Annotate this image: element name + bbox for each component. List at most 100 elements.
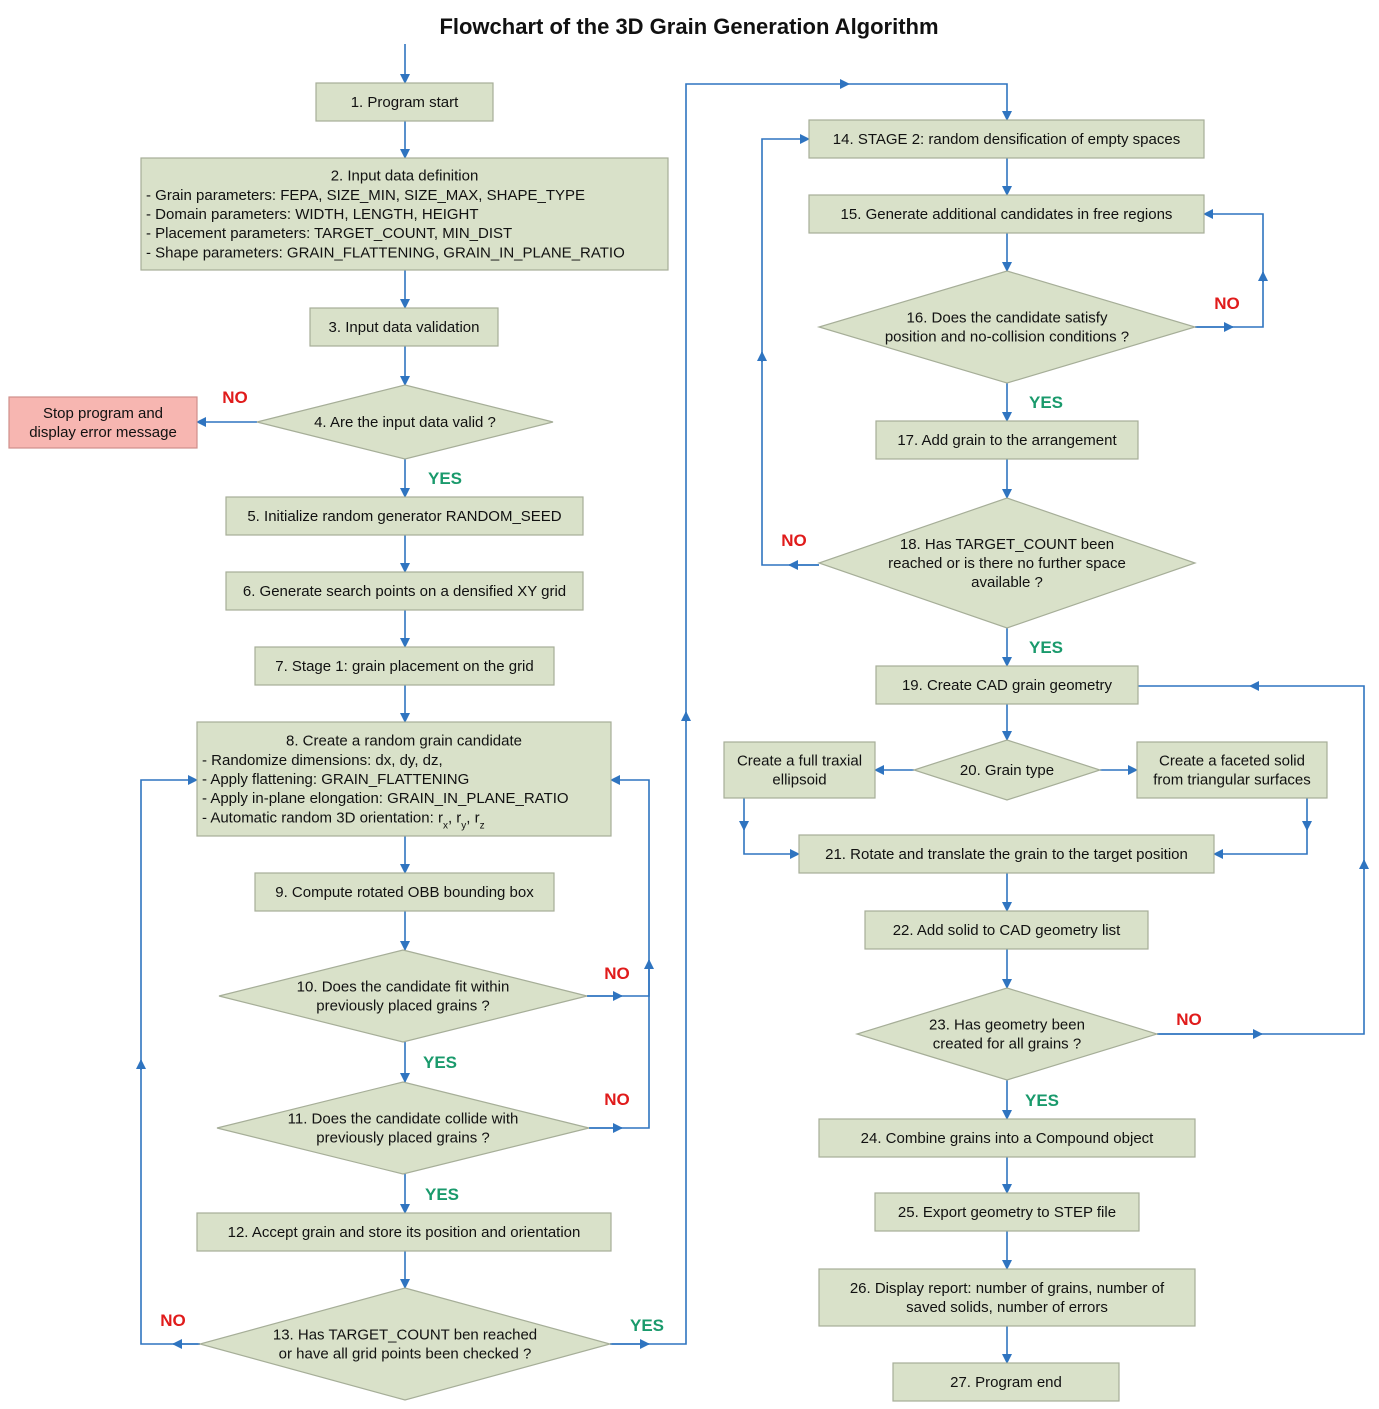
no-label: NO — [160, 1311, 186, 1330]
node-n20a-line-1: Create a full traxial — [737, 752, 862, 769]
no-label: NO — [222, 388, 248, 407]
node-n25: 25. Export geometry to STEP file — [874, 1192, 1140, 1232]
node-n2: 2. Input data definition - Grain paramete… — [140, 157, 669, 271]
node-n1: 1. Program start — [315, 82, 494, 122]
node-n8-line-4: - Apply in-plane elongation: GRAIN_IN_PL… — [202, 790, 569, 807]
yes-label: YES — [1029, 638, 1063, 657]
connector-arrow — [1203, 209, 1264, 282]
process-box — [225, 571, 584, 611]
node-n20b-line-2: from triangular surfaces — [1153, 772, 1311, 789]
node-n2-line-5: - Shape parameters: GRAIN_FLATTENING, GR… — [146, 244, 625, 261]
node-n25-line-1: 25. Export geometry to STEP file — [898, 1204, 1116, 1221]
nodes: 1. Program start 2. Input data definition… — [8, 82, 1328, 1402]
process-box — [818, 1118, 1196, 1158]
yes-label: YES — [1025, 1091, 1059, 1110]
node-n10-line-1: 10. Does the candidate fit within — [297, 978, 510, 995]
diagram-title: Flowchart of the 3D Grain Generation Alg… — [439, 14, 938, 39]
node-n7-line-1: 7. Stage 1: grain placement on the grid — [275, 658, 534, 675]
process-box — [874, 1192, 1140, 1232]
node-n27-line-1: 27. Program end — [950, 1374, 1062, 1391]
connector-arrow — [140, 775, 198, 1070]
connector-arrow — [761, 134, 810, 362]
process-box — [1136, 741, 1328, 799]
yes-label: YES — [425, 1185, 459, 1204]
node-n24-line-1: 24. Combine grains into a Compound objec… — [861, 1130, 1155, 1147]
no-label: NO — [604, 964, 630, 983]
node-n24: 24. Combine grains into a Compound objec… — [818, 1118, 1196, 1158]
connector-arrow — [1195, 271, 1268, 328]
process-box — [196, 721, 612, 837]
process-box — [875, 665, 1139, 705]
node-n20a-line-2: ellipsoid — [772, 772, 826, 789]
node-n16-line-1: 16. Does the candidate satisfy — [907, 309, 1108, 326]
node-n18-line-3: available ? — [971, 574, 1043, 591]
process-box — [315, 82, 494, 122]
node-n20-line-1: 20. Grain type — [960, 762, 1054, 779]
process-box — [225, 496, 584, 536]
process-box — [798, 834, 1215, 874]
node-n11: 11. Does the candidate collide with previ… — [216, 1081, 590, 1175]
node-n23: 23. Has geometry been created for all gra… — [854, 987, 1160, 1081]
node-n9-line-1: 9. Compute rotated OBB bounding box — [275, 884, 534, 901]
node-n11-line-2: previously placed grains ? — [316, 1130, 489, 1147]
process-box — [892, 1362, 1120, 1402]
node-n13-line-2: or have all grid points been checked ? — [279, 1346, 532, 1363]
decision-diamond — [817, 497, 1197, 629]
process-box — [196, 1212, 612, 1252]
node-n20a: Create a full traxial ellipsoid — [723, 741, 876, 799]
node-n4-line-1: 4. Are the input data valid ? — [314, 414, 496, 431]
node-n23-line-2: created for all grains ? — [933, 1036, 1081, 1053]
node-n12: 12. Accept grain and store its position … — [196, 1212, 612, 1252]
node-n15: 15. Generate additional candidates in fr… — [808, 194, 1205, 234]
decision-diamond — [216, 1081, 590, 1175]
connector-arrow — [849, 83, 1012, 121]
decision-diamond — [912, 739, 1102, 801]
node-n23-line-1: 23. Has geometry been — [929, 1016, 1085, 1033]
node-n17-line-1: 17. Add grain to the arrangement — [897, 432, 1117, 449]
node-n6-line-1: 6. Generate search points on a densified… — [243, 583, 566, 600]
process-box — [875, 420, 1139, 460]
connector-arrow — [1213, 828, 1308, 859]
process-box — [864, 910, 1149, 950]
node-n3-line-1: 3. Input data validation — [329, 319, 480, 336]
node-n4: 4. Are the input data valid ? — [256, 384, 554, 460]
node-n26: 26. Display report: number of grains, nu… — [818, 1268, 1196, 1327]
node-n8-line-1: 8. Create a random grain candidate — [286, 733, 522, 750]
decision-diamond — [197, 1287, 613, 1401]
node-n27: 27. Program end — [892, 1362, 1120, 1402]
process-box — [723, 741, 876, 799]
decision-diamond — [854, 987, 1160, 1081]
node-n3: 3. Input data validation — [309, 307, 499, 347]
node-n17: 17. Add grain to the arrangement — [875, 420, 1139, 460]
process-box — [808, 194, 1205, 234]
decision-diamond — [218, 949, 588, 1043]
yes-label: YES — [630, 1316, 664, 1335]
process-box — [140, 157, 669, 271]
node-n19: 19. Create CAD grain geometry — [875, 665, 1139, 705]
connector-arrow — [743, 828, 800, 859]
node-n5: 5. Initialize random generator RANDOM_SE… — [225, 496, 584, 536]
node-n8-line-5: - Automatic random 3D orientation: rx, r… — [202, 809, 485, 831]
no-label: NO — [781, 531, 807, 550]
no-label: NO — [604, 1090, 630, 1109]
node-n15-line-1: 15. Generate additional candidates in fr… — [841, 206, 1173, 223]
yes-label: YES — [428, 469, 462, 488]
node-n2-line-2: - Grain parameters: FEPA, SIZE_MIN, SIZE… — [146, 187, 585, 204]
node-n16: 16. Does the candidate satisfy position a… — [816, 270, 1198, 384]
node-n16-line-2: position and no-collision conditions ? — [885, 329, 1129, 346]
connector-arrow — [136, 1059, 200, 1345]
node-n22-line-1: 22. Add solid to CAD geometry list — [893, 922, 1121, 939]
node-n11-line-1: 11. Does the candidate collide with — [288, 1110, 519, 1127]
node-n21: 21. Rotate and translate the grain to th… — [798, 834, 1215, 874]
node-n2-line-3: - Domain parameters: WIDTH, LENGTH, HEIG… — [146, 206, 479, 223]
process-box — [309, 307, 499, 347]
node-n7: 7. Stage 1: grain placement on the grid — [254, 646, 555, 686]
connectors — [136, 44, 1369, 1364]
node-n2-line-1: 2. Input data definition — [331, 168, 479, 185]
no-label: NO — [1176, 1010, 1202, 1029]
